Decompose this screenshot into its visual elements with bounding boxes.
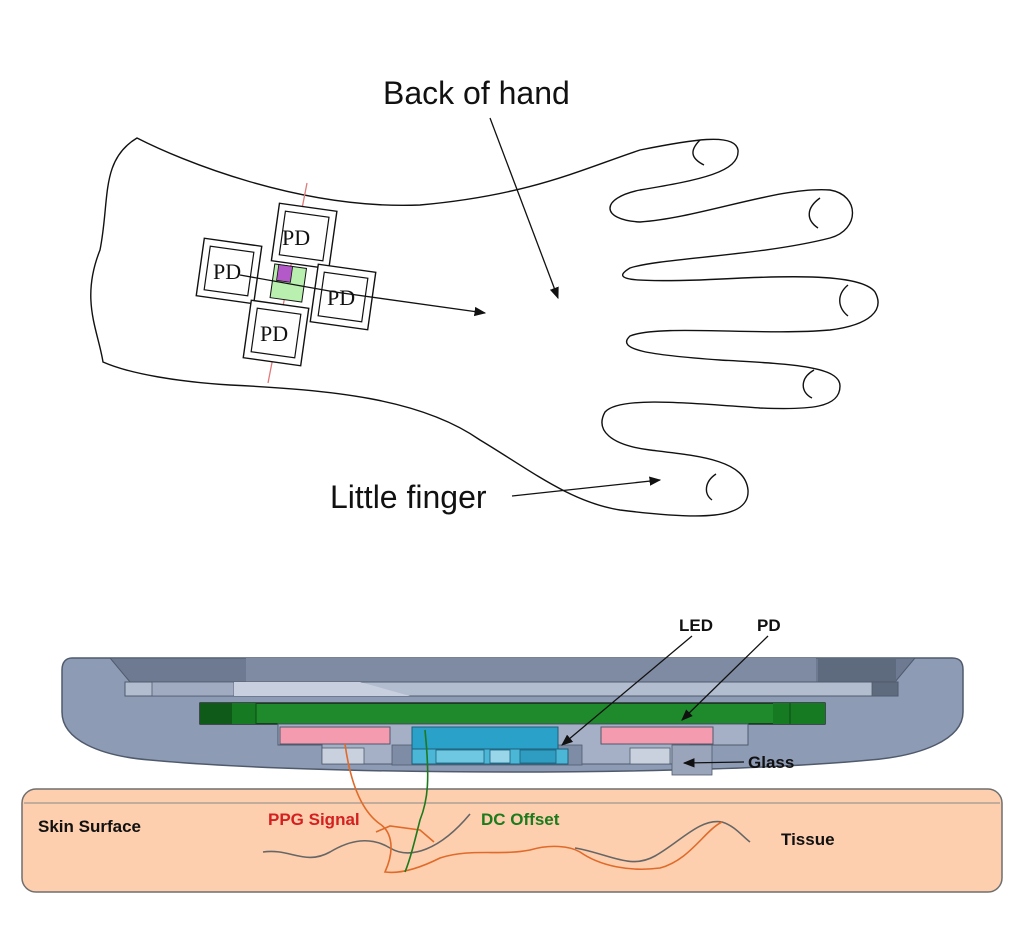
hand-illustration [90,137,879,517]
right-pink-pad [600,726,714,745]
ppg-wave-branch [375,825,435,843]
ppg-signal-label: PPG Signal [268,810,360,829]
hand-outline [90,137,879,517]
pd-top-label: PD [282,225,310,250]
signal-waves [262,729,751,874]
dc-offset-line [404,729,429,873]
skin-surface-label: Skin Surface [38,817,141,836]
pd-label: PD [757,616,781,635]
pd-right-label: PD [327,285,355,310]
pd-left-label: PD [213,259,241,284]
little-finger-label: Little finger [330,479,487,515]
left-pink-pad [279,726,391,745]
little-finger-arrow [511,476,662,497]
tissue-layer [21,788,1003,893]
index-nail [808,197,821,229]
pcb-board [199,702,826,725]
pd-sensor-top: PD [270,202,338,270]
pd-bottom-label: PD [260,321,288,346]
little-nail [705,473,717,501]
dc-offset-wave [262,813,751,863]
pd-sensor-right: PD [309,263,377,331]
pd-arrow [681,635,769,721]
pd-sensor-bottom: PD [242,299,310,367]
glass-arrow [682,758,745,768]
tissue-label: Tissue [781,830,835,849]
ring-nail [802,369,815,399]
led-block [411,726,569,765]
glass-label: Glass [748,753,794,772]
middle-nail [839,284,849,317]
pd-sensor-left: PD [195,237,263,305]
led-pd-connector [239,274,336,293]
back-of-hand-arrow [489,117,559,300]
back-of-hand-label: Back of hand [383,75,570,111]
thumb-nail [692,139,705,166]
ppg-wave [344,743,723,874]
dc-offset-label: DC Offset [481,810,560,829]
led-arrow [561,635,693,746]
sensor-to-hand-arrow [334,291,487,317]
led-label: LED [679,616,713,635]
